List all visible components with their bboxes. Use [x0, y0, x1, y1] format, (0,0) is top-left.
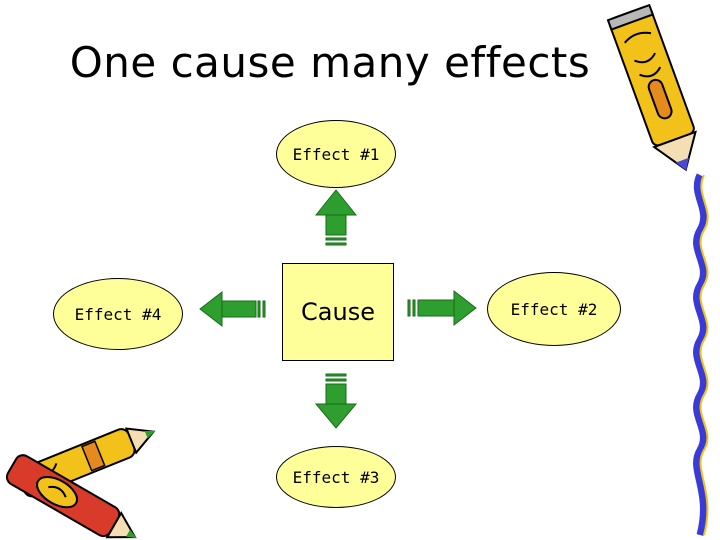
arrow-left	[199, 290, 266, 328]
squiggle-line	[693, 173, 709, 536]
effect-3-label: Effect #3	[292, 467, 380, 487]
effect-4-node: Effect #4	[53, 278, 183, 350]
effect-4-label: Effect #4	[74, 304, 162, 324]
arrow-right	[407, 289, 477, 327]
cause-box: Cause	[282, 263, 394, 361]
pencil-icon	[606, 3, 697, 172]
cause-label: Cause	[301, 298, 375, 326]
effect-1-node: Effect #1	[276, 120, 396, 188]
crayon-icon	[5, 427, 156, 539]
arrow-up	[314, 189, 358, 246]
effect-3-node: Effect #3	[276, 446, 396, 508]
slide-title: One cause many effects	[69, 38, 591, 87]
effect-2-label: Effect #2	[510, 299, 598, 319]
arrow-down	[314, 373, 358, 429]
effect-2-node: Effect #2	[487, 272, 621, 346]
effect-1-label: Effect #1	[292, 144, 380, 164]
